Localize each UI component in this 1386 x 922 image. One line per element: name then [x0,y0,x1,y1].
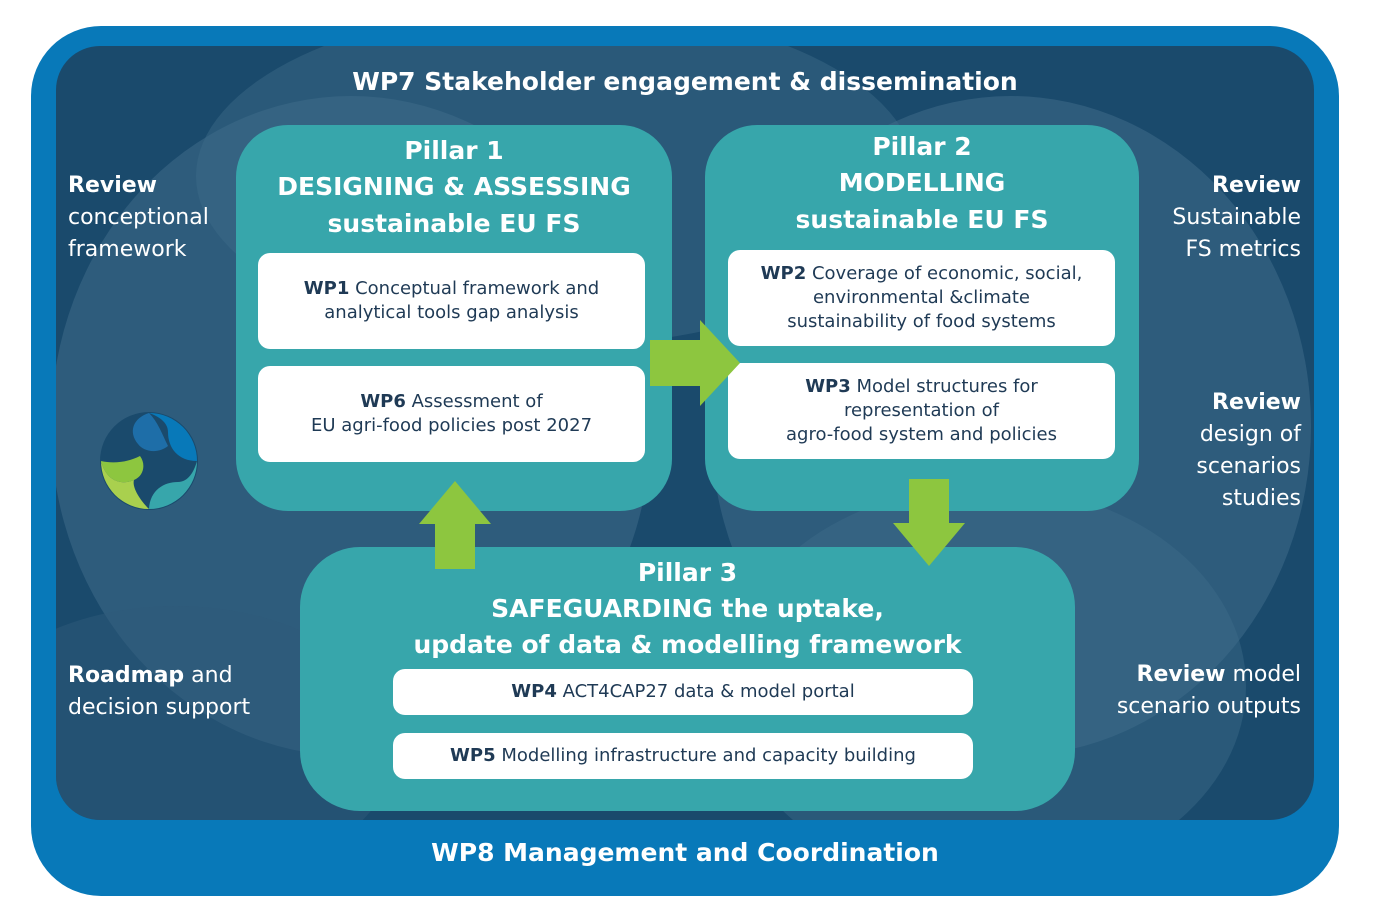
pillar-3-line1: SAFEGUARDING the uptake, [491,594,884,623]
pillar-1-box: Pillar 1 DESIGNING & ASSESSING sustainab… [236,125,672,511]
wp1-text1: Conceptual framework and [349,278,600,299]
pillar-2-line2: sustainable EU FS [795,205,1049,234]
wp5-code: WP5 [450,745,496,766]
left-roadmap-l2: decision support [68,695,251,720]
left-roadmap-rest: and [184,663,233,688]
wp6-text2: EU agri-food policies post 2027 [310,415,593,436]
right-review-outputs: Review model scenario outputs [1117,659,1301,723]
wp6-code: WP6 [360,391,406,412]
right-review2-l4: studies [1221,486,1301,511]
wp3-text2: representation of [843,400,1000,421]
wp3-box: WP3 Model structures for representation … [728,363,1115,459]
left-review-conceptional: Review conceptional framework [68,170,209,266]
right-review-metrics: Review Sustainable FS metrics [1172,170,1301,266]
wp1-box: WP1 Conceptual framework and analytical … [258,253,645,349]
wp2-text1: Coverage of economic, social, [806,263,1083,284]
wp2-box: WP2 Coverage of economic, social, enviro… [728,250,1115,346]
pillar-2-heading: Pillar 2 [872,132,972,161]
pillar-1-line1: DESIGNING & ASSESSING [277,172,631,201]
arrow-up-icon [419,481,491,569]
right-review-scenarios: Review design of scenarios studies [1196,387,1301,515]
pillar-3-box: Pillar 3 SAFEGUARDING the uptake, update… [300,547,1075,811]
wp7-title: WP7 Stakeholder engagement & disseminati… [352,67,1018,96]
wp4-text1: ACT4CAP27 data & model portal [556,681,855,702]
arrow-down-icon [893,479,965,566]
wp3-text3: agro-food system and policies [786,424,1057,445]
right-review1-bold: Review [1212,173,1301,198]
wp3-code: WP3 [805,376,851,397]
left-review1-l2: conceptional [68,205,209,230]
arrow-right-icon [650,320,740,406]
left-review1-l3: framework [68,237,187,262]
pillar-3-line2: update of data & modelling framework [413,630,962,659]
left-roadmap-bold: Roadmap [68,663,185,688]
right-review2-l3: scenarios [1196,454,1301,479]
wp8-title: WP8 Management and Coordination [431,838,939,867]
wp1-code: WP1 [303,278,350,299]
wp5-text1: Modelling infrastructure and capacity bu… [495,745,916,766]
right-review1-l3: FS metrics [1185,237,1301,262]
pillar-2-box: Pillar 2 MODELLING sustainable EU FS WP2… [705,125,1139,511]
wp2-text3: sustainability of food systems [787,311,1056,332]
wp4-box: WP4 ACT4CAP27 data & model portal [393,669,973,715]
right-review2-l2: design of [1199,422,1301,447]
wp2-text2: environmental &climate [812,287,1031,308]
left-roadmap: Roadmap and decision support [68,660,250,724]
pillar-2-line1: MODELLING [838,168,1006,197]
wp5-box: WP5 Modelling infrastructure and capacit… [393,733,973,779]
wp2-code: WP2 [760,263,807,284]
pillar-1-line2: sustainable EU FS [327,209,581,238]
pillar-1-heading: Pillar 1 [404,136,504,165]
wp1-text2: analytical tools gap analysis [324,302,579,323]
wp3-text1: Model structures for [850,376,1038,397]
wp6-text1: Assessment of [405,391,543,412]
wp6-box: WP6 Assessment of EU agri-food policies … [258,366,645,462]
logo-icon [100,412,198,510]
pillar-3-heading: Pillar 3 [637,558,738,587]
right-review1-l2: Sustainable [1172,205,1301,230]
left-review1-bold: Review [68,173,157,198]
right-review3-rest: model [1225,662,1301,687]
right-review2-bold: Review [1212,390,1301,415]
wp4-code: WP4 [511,681,557,702]
right-review3-l2: scenario outputs [1116,694,1301,719]
right-review3-bold: Review [1136,662,1226,687]
